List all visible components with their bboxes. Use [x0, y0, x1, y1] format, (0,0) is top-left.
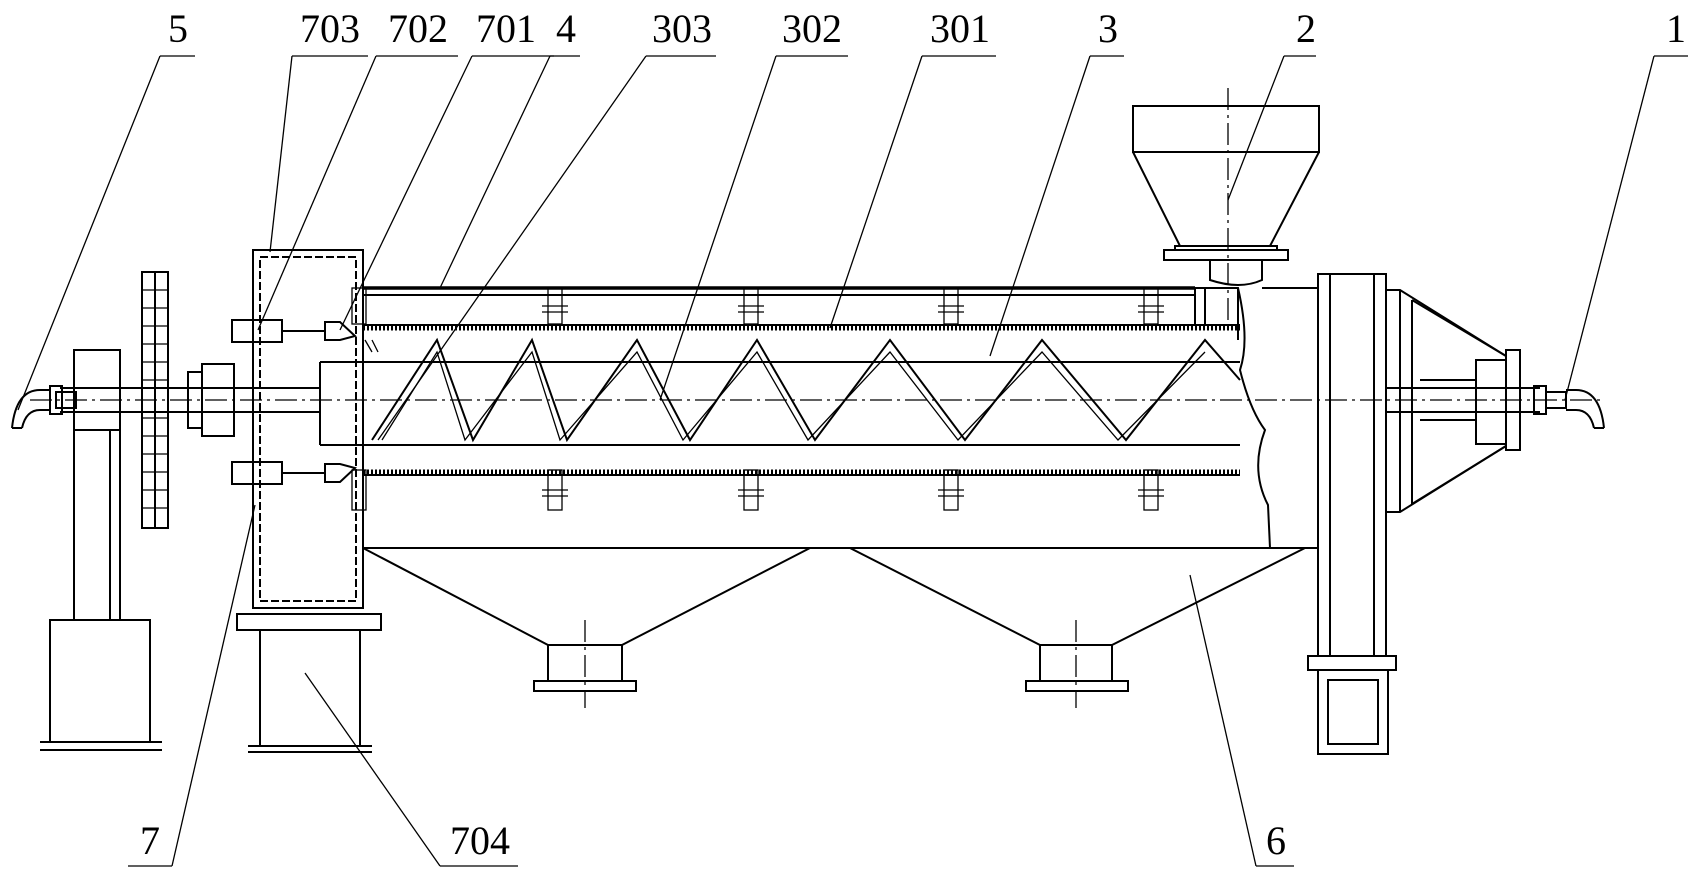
- drive-assembly: [11, 271, 320, 751]
- water-inlet-pipe-right: [1533, 385, 1605, 429]
- label-703: 703: [300, 6, 360, 51]
- label-4: 4: [556, 6, 576, 51]
- label-3: 3: [1098, 6, 1118, 51]
- leader-lines: [17, 55, 1688, 867]
- label-704: 704: [450, 818, 510, 863]
- breakout-line: [1195, 287, 1271, 549]
- hopper-left: [362, 547, 811, 646]
- label-303: 303: [652, 6, 712, 51]
- label-1: 1: [1666, 6, 1686, 51]
- right-base-box: [1317, 669, 1389, 755]
- discharge-box: [231, 249, 382, 753]
- main-housing: [351, 286, 1318, 708]
- spray-nozzle-upper: [231, 319, 283, 343]
- water-inlet-pipe-left: [11, 385, 77, 429]
- drive-stand: [73, 349, 121, 621]
- label-2: 2: [1296, 6, 1316, 51]
- feed-hopper: [1132, 88, 1320, 330]
- screw-conveyor: [319, 337, 1241, 446]
- end-frame: [1317, 273, 1387, 657]
- discharge-outlet-704: [259, 629, 361, 747]
- hopper-right: [849, 547, 1306, 646]
- right-support-frame: [1237, 273, 1605, 755]
- reference-labels: 1 2 3 4 5 6 7 301 302 303 701 702 703 70…: [140, 6, 1686, 863]
- label-301: 301: [930, 6, 990, 51]
- screen-drum: [363, 324, 1240, 476]
- spray-nozzle-lower: [231, 461, 283, 485]
- label-302: 302: [782, 6, 842, 51]
- label-7: 7: [140, 818, 160, 863]
- label-5: 5: [168, 6, 188, 51]
- gear-wheel: [141, 271, 169, 529]
- label-6: 6: [1266, 818, 1286, 863]
- bearing-cone: [1385, 289, 1507, 513]
- label-701: 701: [476, 6, 536, 51]
- motor-base-box: [49, 619, 151, 743]
- label-702: 702: [388, 6, 448, 51]
